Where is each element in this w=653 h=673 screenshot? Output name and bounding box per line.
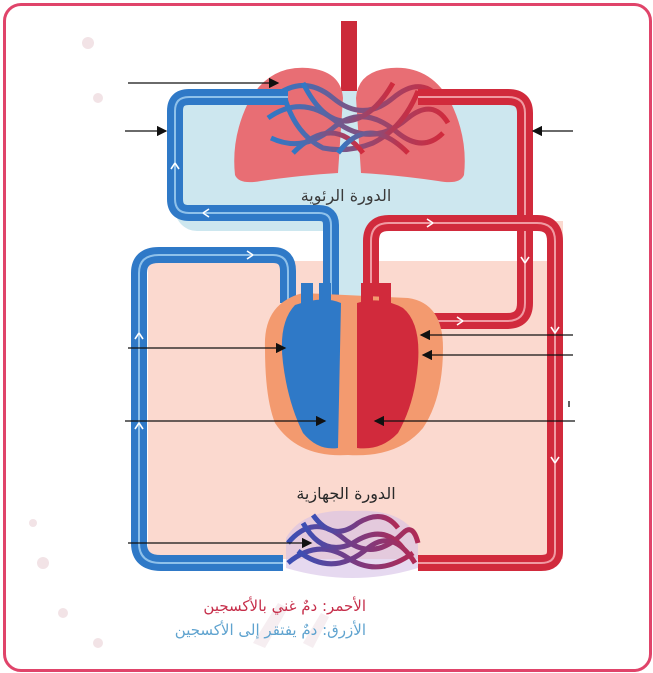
legend-blue-text: الأزرق: دمٌ يفتقر إلى الأكسجين (175, 621, 366, 639)
trachea (341, 21, 357, 91)
right-lung (356, 68, 465, 182)
legend-red-text: الأحمر: دمٌ غني بالأكسجين (203, 597, 366, 615)
circulation-diagram (6, 6, 649, 669)
diagram-frame: الدورة الرئوية الدورة الجهازية الأحمر: د… (3, 3, 652, 672)
systemic-circulation-label: الدورة الجهازية (261, 484, 431, 503)
watermark-dots (29, 37, 103, 648)
left-lung (234, 68, 343, 182)
heart-septum (341, 298, 357, 450)
pulmonary-circulation-label: الدورة الرئوية (261, 186, 431, 205)
